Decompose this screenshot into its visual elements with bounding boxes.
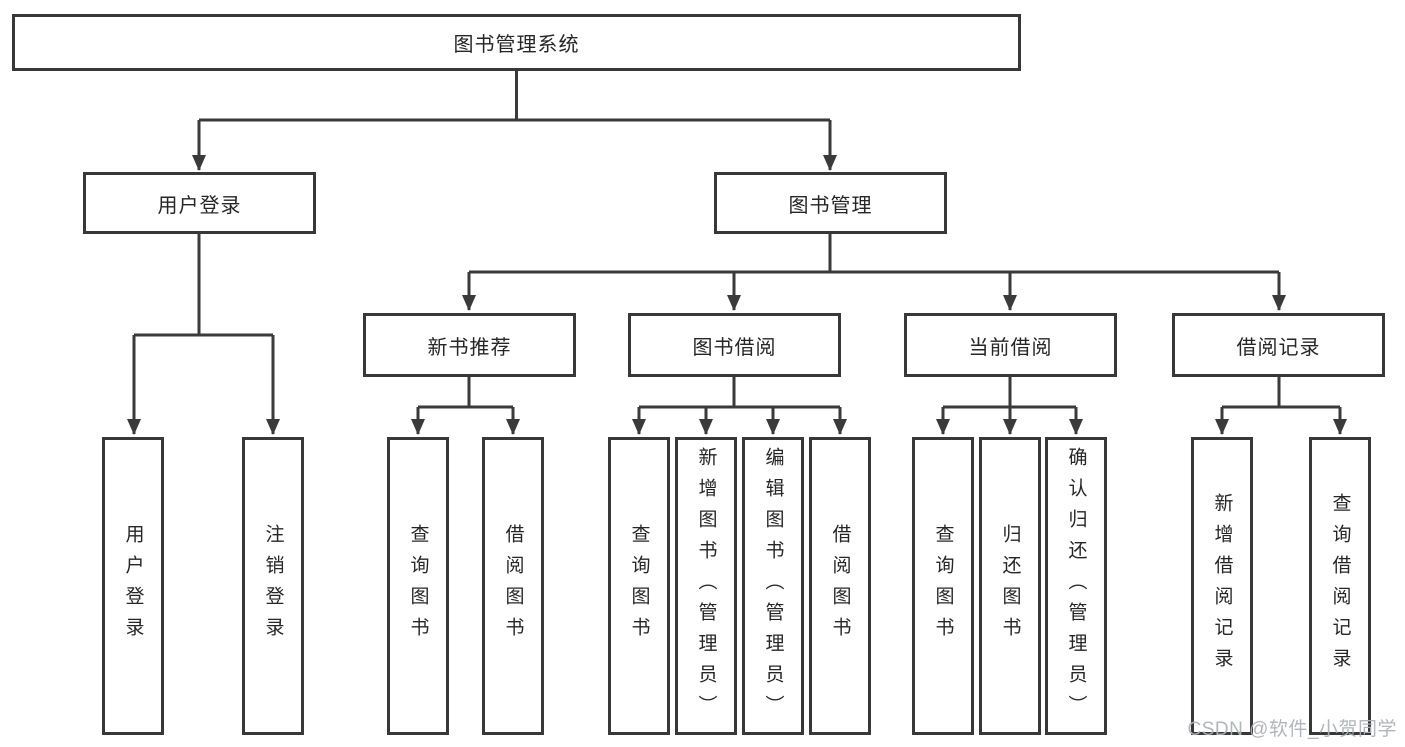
- node-label: 查询图书: [932, 524, 954, 648]
- node-book-borrow: 图书借阅: [628, 313, 841, 377]
- node-system-root: 图书管理系统: [12, 14, 1021, 71]
- leaf-logout: 注销登录: [242, 437, 304, 735]
- node-label: 归还图书: [999, 524, 1021, 648]
- leaf-user-login: 用户登录: [102, 437, 164, 735]
- node-label: 用户登录: [157, 194, 242, 217]
- leaf-borrow-books-2: 借阅图书: [809, 437, 871, 735]
- node-new-book-recommend: 新书推荐: [363, 313, 576, 377]
- csdn-watermark: CSDN @软件_小贺同学: [1187, 719, 1397, 740]
- node-label: 当前借阅: [968, 336, 1053, 359]
- node-label: 编辑图书（管理员）: [762, 446, 784, 726]
- node-label: 查询图书: [407, 524, 429, 648]
- node-label: 借阅记录: [1236, 336, 1321, 359]
- node-current-borrow: 当前借阅: [904, 313, 1117, 377]
- node-label: 新增图书（管理员）: [695, 446, 717, 726]
- node-label: 新增借阅记录: [1211, 493, 1233, 679]
- node-label: 图书管理: [788, 194, 873, 217]
- node-label: 图书借阅: [692, 336, 777, 359]
- node-label: 确认归还（管理员）: [1065, 446, 1087, 726]
- leaf-query-borrow-record: 查询借阅记录: [1309, 437, 1371, 735]
- leaf-confirm-return-admin: 确认归还（管理员）: [1045, 437, 1107, 735]
- node-label: 查询图书: [628, 524, 650, 648]
- leaf-edit-book-admin: 编辑图书（管理员）: [742, 437, 804, 735]
- leaf-return-book: 归还图书: [979, 437, 1041, 735]
- node-label: 新书推荐: [427, 336, 512, 359]
- leaf-query-books-2: 查询图书: [608, 437, 670, 735]
- leaf-borrow-books-1: 借阅图书: [482, 437, 544, 735]
- leaf-add-book-admin: 新增图书（管理员）: [675, 437, 737, 735]
- node-book-management: 图书管理: [714, 172, 947, 234]
- node-label: 注销登录: [262, 524, 284, 648]
- node-label: 借阅图书: [502, 524, 524, 648]
- node-label: 用户登录: [122, 524, 144, 648]
- node-user-login: 用户登录: [83, 172, 316, 234]
- node-label: 图书管理系统: [453, 34, 580, 56]
- leaf-query-books-3: 查询图书: [912, 437, 974, 735]
- leaf-add-borrow-record: 新增借阅记录: [1191, 437, 1253, 735]
- node-label: 借阅图书: [829, 524, 851, 648]
- leaf-query-books-1: 查询图书: [387, 437, 449, 735]
- node-borrow-records: 借阅记录: [1172, 313, 1385, 377]
- node-label: 查询借阅记录: [1329, 493, 1351, 679]
